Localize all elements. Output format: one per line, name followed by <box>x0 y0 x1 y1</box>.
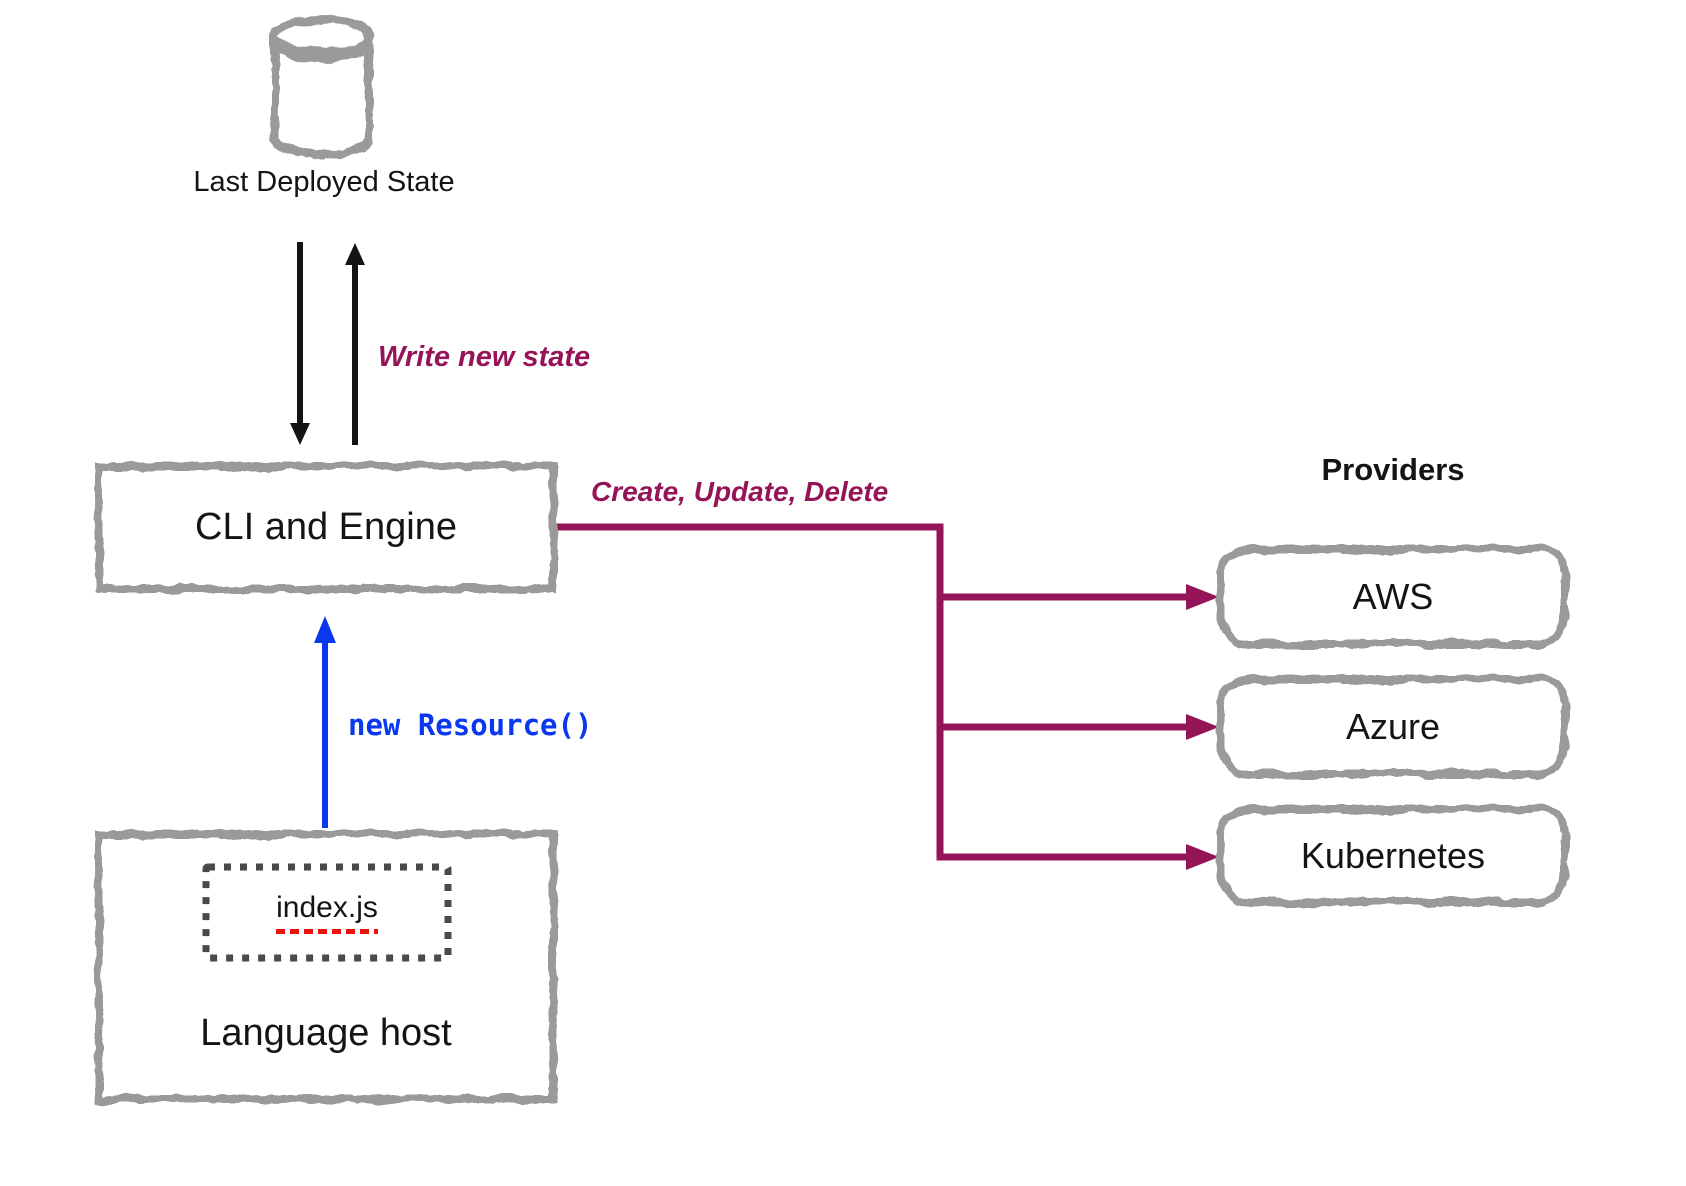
sketch-border <box>95 462 557 593</box>
write-state-arrow <box>345 243 365 445</box>
sketch-border <box>1217 545 1569 648</box>
language-host-box: index.js Language host <box>95 830 557 1103</box>
language-host-label: Language host <box>200 1012 452 1054</box>
provider-label-aws: AWS <box>1352 575 1434 617</box>
index-js-label: index.js <box>202 863 452 962</box>
sketch-border <box>95 830 557 1103</box>
provider-label-kubernetes: Kubernetes <box>1300 834 1486 876</box>
providers-title: Providers <box>1321 452 1465 487</box>
cli-engine-box: CLI and Engine <box>95 462 557 593</box>
crud-connector-trunk <box>557 523 1188 861</box>
read-state-arrow <box>290 242 310 445</box>
provider-label-azure: Azure <box>1345 705 1441 747</box>
provider-box-kubernetes: Kubernetes <box>1217 805 1569 906</box>
crud-arrow-aws <box>1186 584 1219 610</box>
index-js-filename: index.js <box>276 891 378 934</box>
provider-box-azure: Azure <box>1217 675 1569 778</box>
sketch-border <box>1217 805 1569 906</box>
index-js-file-box: index.js <box>202 863 452 962</box>
database-icon <box>258 8 386 170</box>
cli-engine-label: CLI and Engine <box>195 506 457 548</box>
crud-arrow-kubernetes <box>1186 844 1219 870</box>
new-resource-edge-label: new Resource() <box>348 708 593 742</box>
new-resource-arrow <box>314 616 336 828</box>
sketch-border <box>1217 675 1569 778</box>
crud-edge-label: Create, Update, Delete <box>591 476 889 507</box>
crud-arrow-azure <box>1186 714 1219 740</box>
state-store-label: Last Deployed State <box>193 166 455 198</box>
write-state-edge-label: Write new state <box>378 341 591 373</box>
provider-box-aws: AWS <box>1217 545 1569 648</box>
